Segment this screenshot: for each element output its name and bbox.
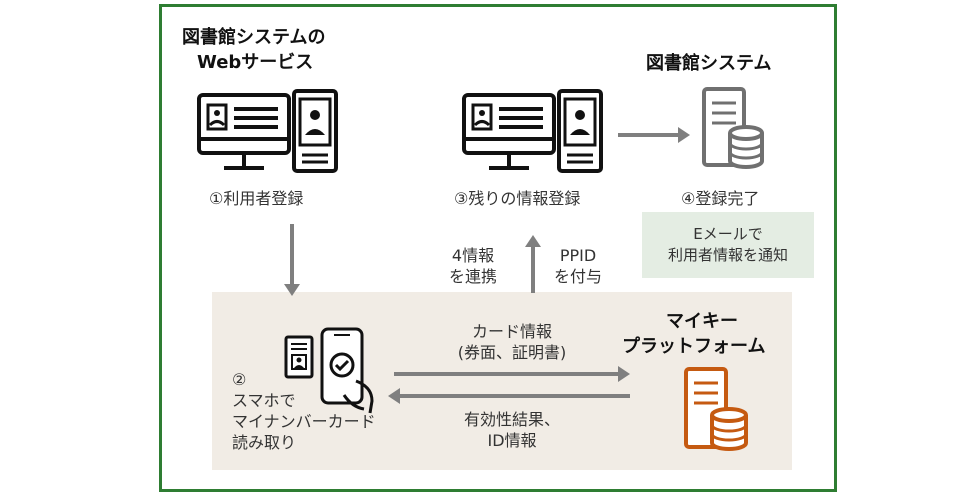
step2-line2: マイナンバーカード xyxy=(232,412,376,431)
step2-line1: スマホで xyxy=(232,391,296,410)
arrow-result-head xyxy=(388,388,400,404)
web-service-computer-icon xyxy=(197,89,338,173)
arrow-step3-to-library-head xyxy=(678,127,690,143)
step2-line3: 読み取り xyxy=(232,433,297,452)
notification-line1: Eメールで xyxy=(693,225,763,243)
card-info-label-line1: カード情報 xyxy=(471,322,552,341)
registration-computer-icon xyxy=(462,89,603,173)
smartphone-card-reading-icon xyxy=(284,327,374,414)
arrow-step1-to-step2-head xyxy=(284,284,300,296)
mykey-server-icon xyxy=(684,367,748,451)
linkage-label-line2: を連携 xyxy=(448,267,497,286)
step1-label: ①利用者登録 xyxy=(209,189,304,208)
flow-arrows xyxy=(284,127,690,404)
step3-label: ③残りの情報登録 xyxy=(454,189,581,208)
notification-line2: 利用者情報を通知 xyxy=(667,246,788,264)
result-label-line2: ID情報 xyxy=(487,431,537,450)
arrow-mykey-to-step3-head xyxy=(525,235,541,247)
library-server-icon xyxy=(702,87,764,169)
result-label-line1: 有効性結果、 xyxy=(463,410,560,429)
web-service-title-line1: 図書館システムの xyxy=(182,27,326,48)
arrow-card-info-head xyxy=(618,366,630,382)
ppid-label-line1: PPID xyxy=(559,246,597,265)
card-info-label-line2: (券面、証明書) xyxy=(457,343,567,362)
step4-label: ④登録完了 xyxy=(681,189,760,208)
linkage-label-line1: 4情報 xyxy=(451,246,495,265)
mykey-title-line2: プラットフォーム xyxy=(622,336,766,357)
web-service-title-line2: Webサービス xyxy=(197,52,314,73)
ppid-label-line2: を付与 xyxy=(553,267,602,286)
step2-number: ② xyxy=(232,370,247,389)
email-notification-box xyxy=(642,212,814,278)
diagram-frame: 図書館システムの Webサービス 図書館システム xyxy=(159,4,837,492)
library-system-title: 図書館システム xyxy=(646,53,772,74)
mykey-title-line1: マイキー xyxy=(666,311,738,332)
